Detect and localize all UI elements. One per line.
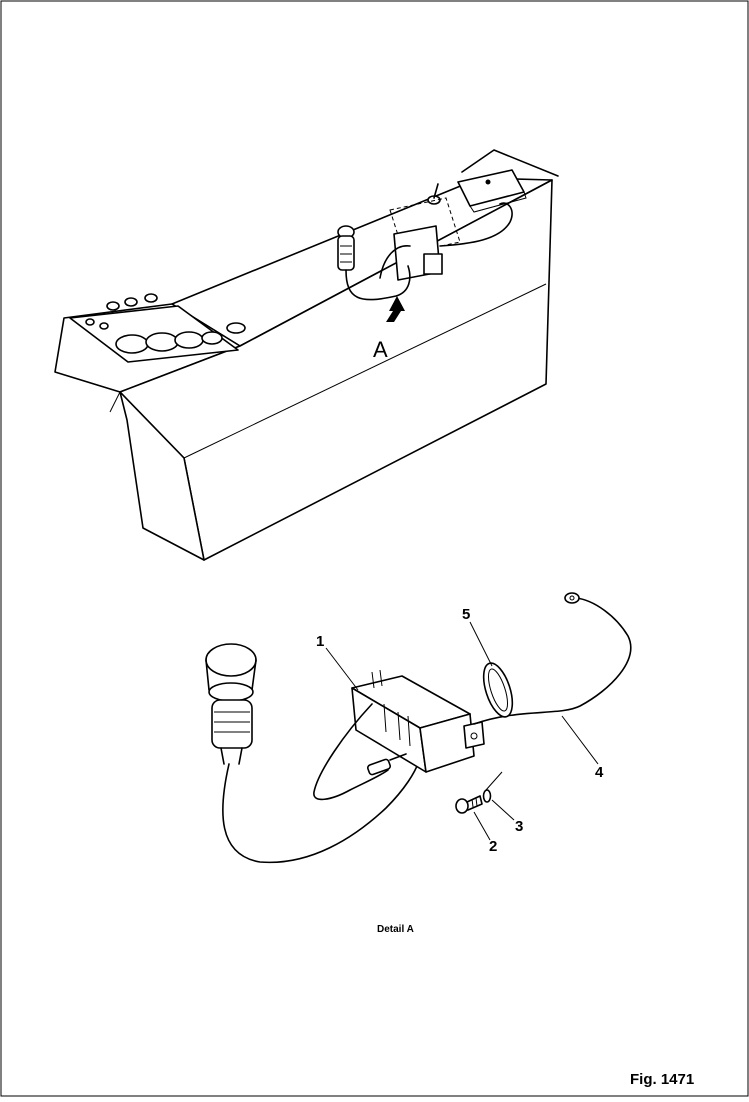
knob-icon (106, 301, 120, 311)
indicator-lamp-icon (85, 318, 95, 326)
gauge-icon (174, 331, 204, 349)
leader-line-4 (561, 715, 599, 765)
harness-wire (439, 202, 513, 247)
assembly-line (485, 771, 503, 791)
gauge-icon (201, 331, 223, 345)
callout-3: 3 (515, 818, 523, 835)
callout-4: 4 (595, 764, 604, 781)
leader-line-5 (469, 621, 493, 667)
callout-1: 1 (316, 633, 324, 650)
toggle-switch-icon (427, 183, 441, 205)
knob-icon (124, 297, 138, 307)
lighter-knob-icon (205, 643, 257, 765)
ground-wire (473, 597, 632, 725)
relay-side-face (419, 713, 475, 773)
switch-box-screw-icon (485, 179, 491, 185)
cigarette-lighter-icon (337, 225, 355, 271)
detail-a-assembly: 1 2 3 4 5 Detail A (205, 592, 632, 935)
callout-2: 2 (489, 838, 497, 855)
console-assembly: A (54, 149, 559, 561)
relay-icon (393, 225, 443, 281)
leader-line-3 (491, 799, 515, 821)
ring-terminal-icon (564, 592, 580, 604)
button-icon (226, 322, 246, 334)
callout-5: 5 (462, 606, 470, 623)
harness-wire (379, 245, 411, 279)
inline-connector-icon (366, 753, 407, 776)
relay-lead-wire (313, 703, 389, 801)
gauge-icon (145, 332, 179, 352)
knob-icon (144, 293, 158, 303)
mounting-tab (463, 721, 485, 749)
washer-icon (482, 789, 492, 803)
relay-unit (351, 669, 485, 773)
view-label-a: A (373, 337, 388, 362)
view-arrow-icon (386, 296, 405, 322)
gauge-icon (115, 334, 149, 354)
leader-line-1 (325, 647, 359, 691)
bolt-icon (455, 795, 483, 814)
instrument-panel (69, 293, 246, 363)
leader-line-2 (473, 811, 491, 841)
switch-box (457, 169, 527, 213)
console-base-face (119, 391, 205, 561)
wire-band (482, 662, 514, 718)
indicator-lamp-icon (99, 322, 109, 330)
harness-wire (345, 265, 411, 301)
lighter-cable (222, 757, 421, 864)
figure-number: Fig. 1471 (630, 1071, 694, 1088)
mount-hole-icon (470, 732, 478, 740)
detail-caption: Detail A (377, 924, 414, 935)
